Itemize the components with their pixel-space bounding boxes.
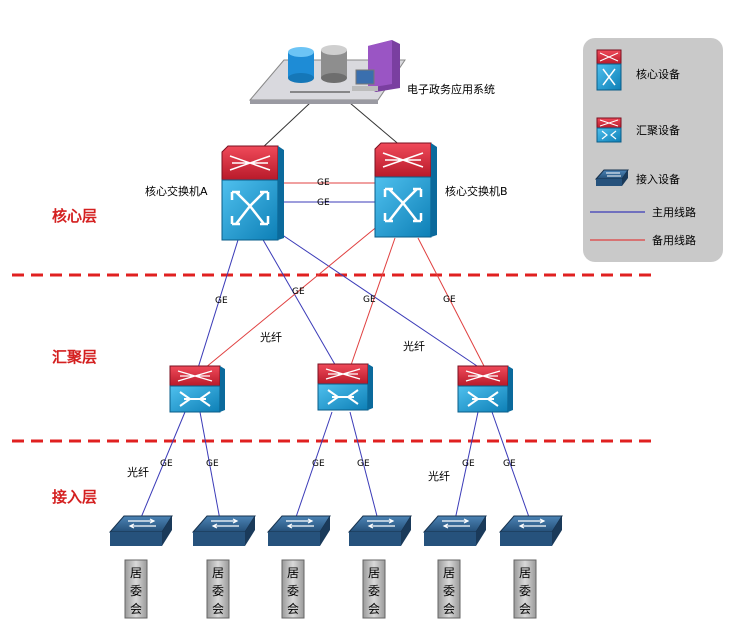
unit-char: 委 <box>443 584 455 598</box>
layer-label-access: 接入层 <box>52 488 97 506</box>
access-switch-1 <box>108 515 173 546</box>
ge-label: GE <box>292 287 305 297</box>
legend-primary-link-label: 主用线路 <box>652 205 696 219</box>
unit-char: 居 <box>443 566 455 580</box>
ge-label: GE <box>215 296 228 306</box>
application-system-label: 电子政务应用系统 <box>407 82 495 96</box>
unit-char: 委 <box>519 584 531 598</box>
aggregation-switch-1 <box>169 365 225 413</box>
core-switch-b-label: 核心交换机B <box>445 184 508 198</box>
link-agg-2-access-3 <box>294 411 333 521</box>
unit-char: 居 <box>287 566 299 580</box>
legend-access-device-label: 接入设备 <box>636 172 680 186</box>
access-switch-3 <box>266 515 331 546</box>
link-labels: GE GE GE GE GE GE GE GE GE GE GE GE 光纤 光… <box>127 178 516 483</box>
database-icon <box>288 47 314 83</box>
unit-char: 居 <box>368 566 380 580</box>
link-core-b-agg-3 <box>417 237 486 369</box>
link-system-core-b <box>349 102 403 148</box>
server-tower-icon <box>352 40 400 92</box>
link-core-b-agg-2 <box>349 237 396 369</box>
ge-label: GE <box>357 459 370 469</box>
unit-char: 会 <box>287 602 299 616</box>
core-switch-b <box>374 142 437 238</box>
unit-char: 会 <box>368 602 380 616</box>
aggregation-switch-3 <box>457 365 513 413</box>
layer-label-aggregation: 汇聚层 <box>52 348 97 366</box>
fiber-label: 光纤 <box>428 469 450 483</box>
core-interlink-label-2: GE <box>317 198 330 208</box>
ge-label: GE <box>462 459 475 469</box>
fiber-label: 光纤 <box>260 330 282 344</box>
fiber-label: 光纤 <box>403 339 425 353</box>
link-agg-1-access-2 <box>199 411 221 521</box>
ge-label: GE <box>312 459 325 469</box>
aggregation-switch-2 <box>317 363 373 411</box>
unit-char: 委 <box>212 584 224 598</box>
unit-char: 居 <box>212 566 224 580</box>
residents-committee-5: 居 委 会 <box>437 559 461 619</box>
access-switch-4 <box>347 515 412 546</box>
legend-core-device-icon <box>596 49 622 91</box>
legend-panel <box>583 38 723 262</box>
link-core-a-agg-3 <box>274 229 481 369</box>
core-switch-a-label: 核心交换机A <box>145 184 208 198</box>
residents-committee-2: 居 委 会 <box>206 559 230 619</box>
unit-char: 委 <box>368 584 380 598</box>
core-switch-a <box>221 145 284 241</box>
legend-aggregation-device-icon <box>596 117 622 143</box>
unit-char: 居 <box>130 566 142 580</box>
unit-char: 会 <box>212 602 224 616</box>
residents-committee-6: 居 委 会 <box>513 559 537 619</box>
storage-icon <box>321 45 347 83</box>
unit-char: 委 <box>130 584 142 598</box>
system-platform-edge <box>250 100 378 104</box>
residents-committee-4: 居 委 会 <box>362 559 386 619</box>
unit-char: 居 <box>519 566 531 580</box>
ge-label: GE <box>160 459 173 469</box>
access-switch-6 <box>498 515 563 546</box>
link-core-a-agg-1 <box>197 239 239 369</box>
legend-backup-link-label: 备用线路 <box>652 233 696 247</box>
unit-char: 会 <box>130 602 142 616</box>
link-core-b-agg-1 <box>204 219 386 369</box>
layer-label-core: 核心层 <box>52 207 97 225</box>
link-core-a-agg-2 <box>261 237 338 369</box>
legend-core-device-label: 核心设备 <box>636 67 680 81</box>
link-agg-2-access-4 <box>349 411 379 521</box>
unit-char: 委 <box>287 584 299 598</box>
access-switch-2 <box>191 515 256 546</box>
link-system-core-a <box>259 102 311 151</box>
unit-char: 会 <box>443 602 455 616</box>
access-switch-5 <box>422 515 487 546</box>
core-interlink-label-1: GE <box>317 178 330 188</box>
ge-label: GE <box>443 295 456 305</box>
ge-label: GE <box>503 459 516 469</box>
residents-committee-1: 居 委 会 <box>124 559 148 619</box>
residents-committee-3: 居 委 会 <box>281 559 305 619</box>
unit-char: 会 <box>519 602 531 616</box>
ge-label: GE <box>363 295 376 305</box>
legend-aggregation-device-label: 汇聚设备 <box>636 123 680 137</box>
link-agg-1-access-1 <box>139 411 186 521</box>
link-agg-3-access-5 <box>454 411 479 521</box>
application-system: 电子政务应用系统 <box>248 40 495 104</box>
legend-access-device-icon <box>594 169 629 186</box>
fiber-label: 光纤 <box>127 465 149 479</box>
ge-label: GE <box>206 459 219 469</box>
link-agg-3-access-6 <box>491 411 531 521</box>
